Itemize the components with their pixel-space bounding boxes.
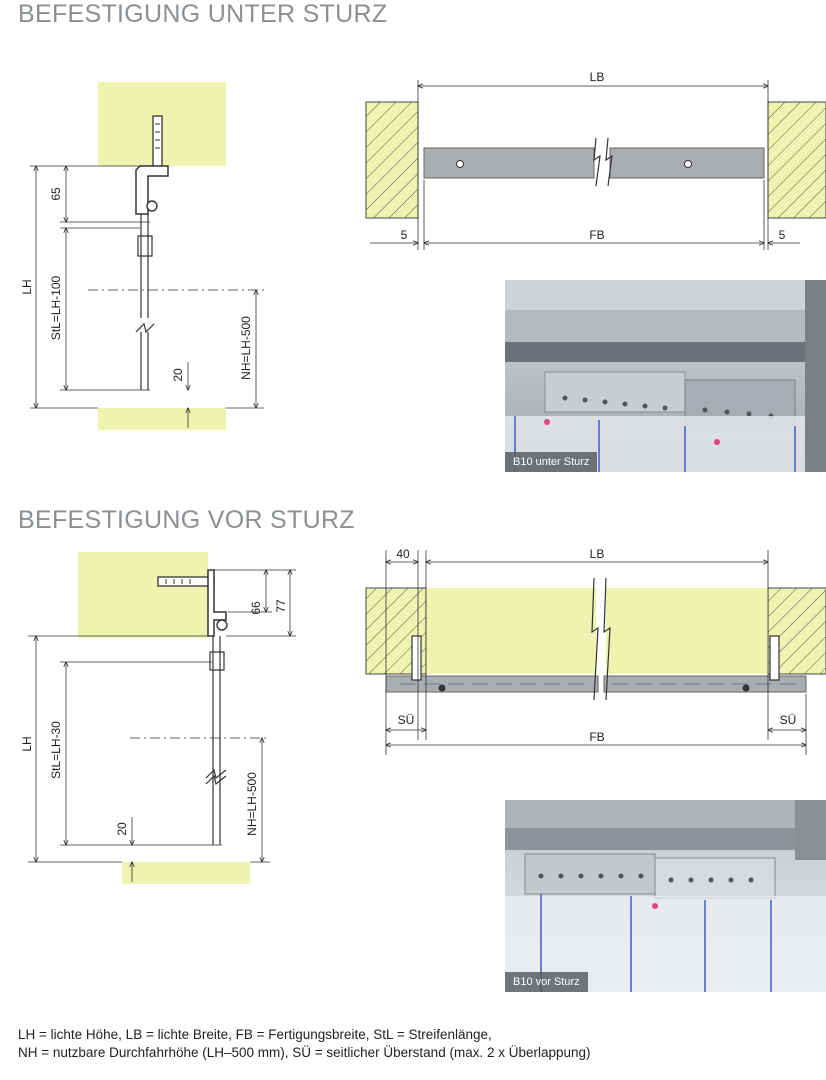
- unter-side-view: 65 LH StL=LH-100 NH=LH-500 20: [20, 82, 266, 430]
- vor-side-view: 66 77 LH StL=LH-30 NH=LH-500 20: [20, 552, 296, 884]
- anchor-bolt-icon: [411, 635, 422, 681]
- unter-front-view: LB FB 5 5: [365, 70, 826, 250]
- lintel-block: [78, 552, 208, 638]
- dim-65: 65: [49, 187, 63, 201]
- dim-su-left: SÜ: [398, 713, 415, 727]
- lintel-face-left: [426, 588, 596, 674]
- wall-right: [767, 101, 826, 219]
- floor-block: [98, 408, 226, 430]
- dim-5-left: 5: [401, 228, 408, 242]
- dim-fb: FB: [589, 730, 604, 744]
- dim-su-right: SÜ: [780, 713, 797, 727]
- rail-right: [603, 675, 807, 693]
- photo-caption: B10 unter Sturz: [505, 452, 598, 472]
- dim-40: 40: [396, 547, 410, 561]
- dim-lb: LB: [590, 70, 605, 84]
- floor-block: [122, 862, 250, 884]
- wall-left: [365, 101, 419, 219]
- dim-lh: LH: [20, 736, 34, 751]
- photo-b10-unter-sturz: B10 unter Sturz: [505, 280, 826, 472]
- legend-line-2: NH = nutzbare Durchfahrhöhe (LH–500 mm),…: [18, 1045, 591, 1060]
- mounting-bracket: [135, 165, 169, 215]
- dim-lh: LH: [20, 279, 34, 294]
- dim-stl: StL=LH-30: [49, 721, 63, 779]
- dim-77: 77: [274, 599, 288, 613]
- dim-lb: LB: [590, 547, 605, 561]
- dim-fb: FB: [589, 228, 604, 242]
- dim-stl: StL=LH-100: [49, 275, 63, 340]
- dim-nh: NH=LH-500: [239, 316, 253, 380]
- dim-nh: NH=LH-500: [245, 772, 259, 836]
- section-title-unter-sturz: BEFESTIGUNG UNTER STURZ: [18, 0, 388, 28]
- dim-20: 20: [171, 368, 185, 382]
- rail-left: [423, 147, 595, 179]
- photo-b10-vor-sturz: B10 vor Sturz: [505, 800, 826, 992]
- vor-front-view: 40 LB SÜ SÜ FB: [365, 547, 826, 755]
- legend: LH = lichte Höhe, LB = lichte Breite, FB…: [18, 1026, 591, 1062]
- dim-5-right: 5: [779, 228, 786, 242]
- legend-line-1: LH = lichte Höhe, LB = lichte Breite, FB…: [18, 1027, 492, 1042]
- dim-66: 66: [249, 601, 263, 615]
- section-title-vor-sturz: BEFESTIGUNG VOR STURZ: [18, 506, 355, 534]
- anchor-bolt-icon: [769, 635, 780, 681]
- lintel-face-right: [606, 588, 768, 674]
- photo-caption: B10 vor Sturz: [505, 972, 588, 992]
- dim-20: 20: [115, 822, 129, 836]
